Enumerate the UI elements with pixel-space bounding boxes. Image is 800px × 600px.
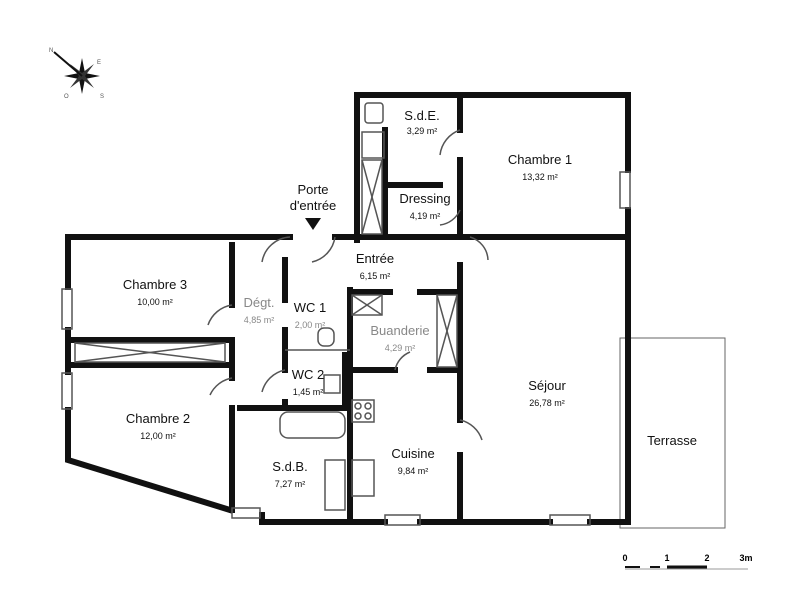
scale-bar: [625, 565, 748, 570]
walls: [65, 92, 631, 525]
scale-tick-3: 3m: [739, 553, 753, 563]
entrance-label-line2: d'entrée: [289, 198, 337, 213]
toilet-2: [323, 374, 341, 394]
cooktop: [351, 399, 375, 423]
kitchen-sink: [351, 459, 375, 497]
room-sde: S.d.E.3,29 m²: [404, 108, 440, 136]
thin-partitions: [61, 102, 631, 526]
double-basin: [324, 459, 346, 511]
compass-rose-icon: N E S O: [49, 48, 104, 100]
scale-tick-1: 1: [664, 553, 670, 563]
terrace-outline: [619, 337, 726, 529]
shower-tray: [361, 131, 385, 159]
sink-sde: [364, 102, 384, 124]
room-degagement: Dégt.4,85 m²: [243, 295, 275, 325]
entrance-arrow-icon: [305, 218, 321, 230]
compass-east: E: [97, 60, 101, 66]
scale-tick-2: 2: [704, 553, 710, 563]
bathtub: [279, 411, 346, 439]
entrance-label: Porte d'entrée: [290, 182, 337, 214]
toilet-1: [317, 327, 335, 347]
compass-north: N: [49, 48, 53, 54]
compass-west: O: [64, 94, 69, 100]
entrance-label-line1: Porte: [297, 182, 329, 197]
compass-south: S: [100, 94, 104, 100]
room-terrasse: Terrasse: [647, 433, 697, 448]
scale-tick-0: 0: [622, 553, 628, 563]
room-sdb: S.d.B.7,27 m²: [272, 459, 308, 489]
